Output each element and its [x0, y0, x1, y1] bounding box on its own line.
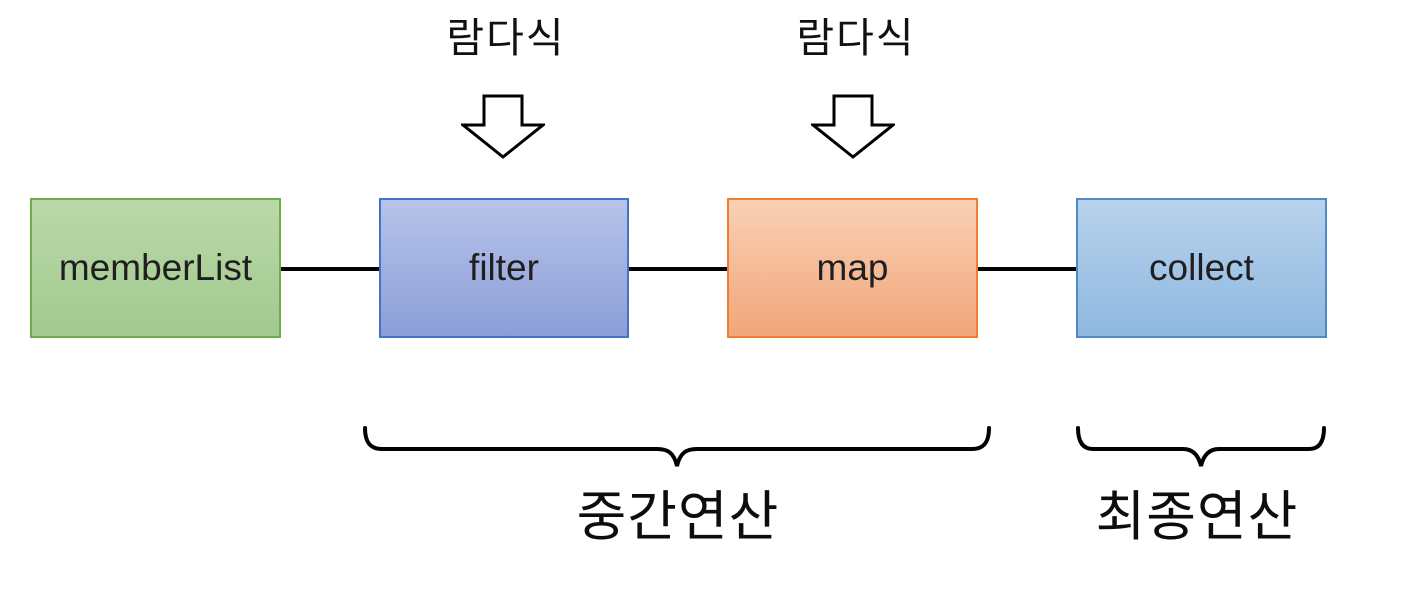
- node-label: filter: [469, 247, 539, 288]
- node-collect: collect: [1076, 198, 1327, 338]
- node-label: map: [816, 247, 889, 288]
- node-label: memberList: [58, 247, 253, 288]
- lambda-label-map: 람다식: [796, 15, 916, 61]
- node-map: map: [727, 198, 978, 338]
- node-memberlist: memberList: [30, 198, 281, 338]
- connector-line: [629, 267, 727, 271]
- down-arrow-icon: [811, 94, 895, 159]
- connector-line: [978, 267, 1076, 271]
- lambda-label-filter: 람다식: [446, 15, 566, 61]
- group-label-intermediate: 중간연산: [576, 487, 780, 547]
- node-label: collect: [1149, 247, 1254, 288]
- group-label-terminal: 최종연산: [1095, 487, 1299, 547]
- intermediate-operations-brace: [363, 426, 991, 467]
- connector-line: [281, 267, 379, 271]
- terminal-operations-brace: [1076, 426, 1326, 467]
- node-filter: filter: [379, 198, 629, 338]
- down-arrow-icon: [461, 94, 545, 159]
